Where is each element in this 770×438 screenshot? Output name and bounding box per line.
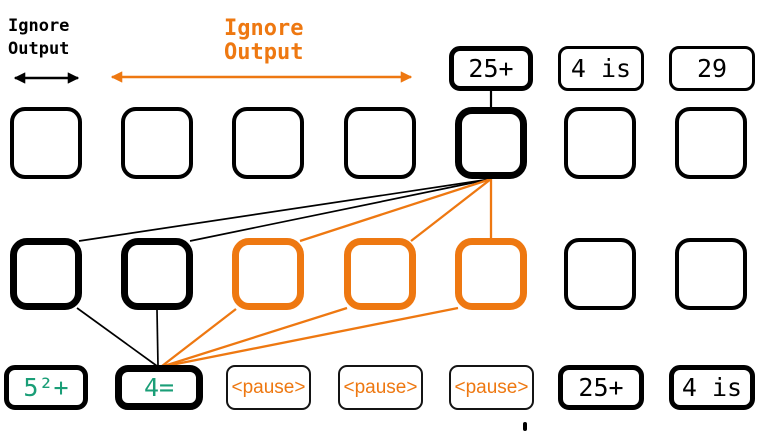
input-line-black-2 — [156, 309, 159, 367]
row2-state-4-pause — [344, 238, 416, 310]
input-line-orange-3 — [165, 306, 459, 368]
ignore-output-orange-line1: Ignore — [224, 16, 304, 41]
row2-state-3-pause — [232, 238, 304, 310]
ignore-output-orange-line2: Output — [224, 40, 304, 65]
attention-line-black-1 — [78, 178, 492, 242]
row1-state-4 — [344, 107, 416, 179]
top-token-29: 29 — [669, 46, 755, 91]
input-token-4is: 4 is — [669, 365, 755, 410]
input-line-orange-2 — [163, 306, 348, 368]
attention-line-orange-1 — [299, 177, 492, 243]
row1-state-3 — [232, 107, 304, 179]
ignore-output-label-orange: Ignore Output — [224, 17, 303, 65]
row1-state-6 — [564, 107, 636, 179]
input-token-25plus: 25+ — [558, 365, 644, 410]
ignore-output-black-line1: Ignore — [8, 16, 70, 36]
ignore-output-black-line2: Output — [8, 39, 70, 59]
row2-state-5-pause — [455, 238, 527, 310]
attention-line-black-2 — [189, 178, 492, 242]
input-line-black-1 — [76, 307, 158, 367]
top-token-4is: 4 is — [558, 46, 644, 91]
ignore-output-label-black: Ignore Output — [8, 15, 69, 61]
top-token-25plus: 25+ — [449, 46, 533, 91]
input-token-pause-3: <pause> — [449, 365, 534, 410]
row1-state-7 — [675, 107, 747, 179]
row2-state-7 — [675, 238, 747, 310]
input-line-orange-1 — [161, 308, 237, 367]
row2-state-1-attended — [10, 238, 82, 310]
input-token-4equals: 4= — [115, 365, 203, 410]
row1-state-1 — [10, 107, 82, 179]
input-token-pause-1: <pause> — [226, 365, 311, 410]
row1-state-5-active — [455, 107, 527, 179]
row1-state-2 — [121, 107, 193, 179]
row2-state-6 — [564, 238, 636, 310]
input-token-5sq-plus: 5²+ — [4, 365, 88, 410]
row2-state-2-attended — [121, 238, 193, 310]
attention-line-orange-2 — [410, 178, 492, 242]
stray-tick-mark — [523, 422, 527, 431]
input-token-pause-2: <pause> — [338, 365, 423, 410]
